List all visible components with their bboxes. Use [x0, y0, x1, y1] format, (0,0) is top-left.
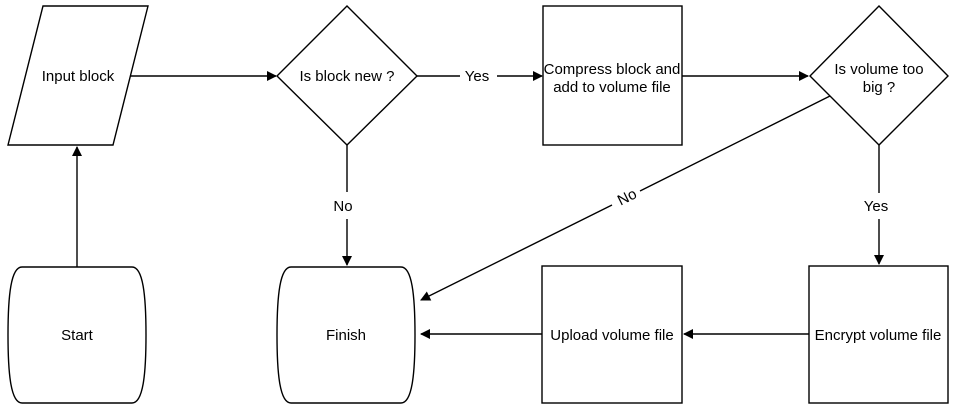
node-is-block-new-label: Is block new ? — [299, 68, 394, 85]
edge-label-volume-big-no: No — [615, 186, 640, 210]
node-input-block-label: Input block — [42, 68, 115, 85]
node-input-block-shape — [7, 5, 149, 146]
node-finish-label: Finish — [326, 327, 366, 344]
edge-isvolumetoobig-no-line-a — [639, 95, 831, 192]
node-compress-block-shape — [542, 5, 683, 146]
node-start-label: Start — [61, 327, 94, 344]
node-is-volume-too-big-label-line2: big ? — [863, 79, 896, 96]
edge-label-block-new-no: No — [333, 198, 352, 215]
node-finish-shape — [276, 266, 416, 404]
node-upload-volume-file-label: Upload volume file — [550, 327, 673, 344]
node-encrypt-volume-file-label: Encrypt volume file — [815, 327, 942, 344]
edge-label-volume-big-yes: Yes — [864, 198, 888, 215]
edge-label-block-new-yes: Yes — [465, 68, 489, 85]
node-compress-block-label-line2: add to volume file — [553, 79, 671, 96]
node-is-volume-too-big-label-line1: Is volume too — [834, 61, 923, 78]
node-encrypt-volume-file-shape — [808, 265, 949, 404]
edge-isvolumetoobig-no-line-b — [420, 204, 613, 301]
node-upload-volume-file-shape — [541, 265, 683, 404]
node-start-shape — [7, 266, 147, 404]
node-compress-block-label-line1: Compress block and — [544, 61, 681, 78]
